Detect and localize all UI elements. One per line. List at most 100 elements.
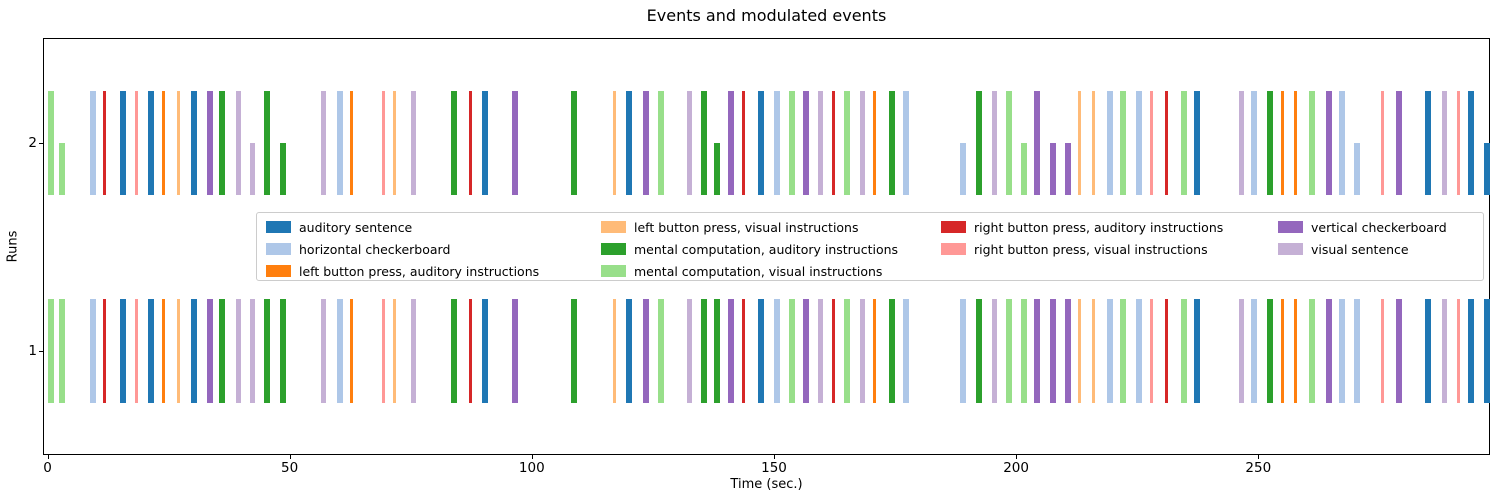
event-bar: [1180, 90, 1187, 195]
event-bar: [888, 299, 895, 403]
event-bar: [686, 90, 692, 195]
event-bar: [888, 90, 895, 195]
legend-item: mental computation, visual instructions: [601, 261, 882, 281]
event-bar: [1119, 299, 1126, 403]
event-bar: [1266, 299, 1273, 403]
event-bar: [1281, 299, 1284, 403]
event-bar: [47, 90, 54, 195]
legend-swatch: [601, 221, 626, 233]
event-bar: [657, 90, 664, 195]
event-bar: [481, 299, 488, 403]
event-bar: [1034, 90, 1040, 195]
event-bar: [264, 299, 270, 403]
event-bar: [714, 142, 721, 195]
event-bar: [1484, 142, 1491, 195]
event-bar: [59, 299, 66, 403]
x-tick: [1016, 455, 1018, 459]
event-bar: [612, 299, 616, 403]
legend-item: left button press, visual instructions: [601, 217, 859, 237]
legend-swatch: [1278, 243, 1303, 255]
event-bar: [832, 90, 836, 195]
event-bar: [1020, 299, 1027, 403]
event-bar: [1006, 299, 1013, 403]
event-bar: [991, 90, 997, 195]
event-bar: [176, 90, 180, 195]
event-bar: [1308, 90, 1315, 195]
event-bar: [134, 299, 138, 403]
legend-label: auditory sentence: [299, 219, 413, 235]
event-bar: [1468, 299, 1475, 403]
event-bar: [774, 299, 780, 403]
event-bar: [1339, 299, 1346, 403]
event-bar: [686, 299, 692, 403]
legend-label: left button press, visual instructions: [634, 219, 859, 235]
x-tick-label: 0: [43, 460, 52, 476]
event-bar: [788, 299, 795, 403]
x-tick-label: 100: [518, 460, 545, 476]
event-bar: [468, 90, 472, 195]
event-bar: [1281, 90, 1284, 195]
event-bar: [1150, 90, 1154, 195]
event-bar: [991, 299, 997, 403]
event-bar: [774, 90, 780, 195]
event-bar: [1135, 299, 1142, 403]
event-bar: [859, 299, 865, 403]
event-bar: [701, 90, 708, 195]
event-bar: [1064, 142, 1071, 195]
event-bar: [612, 90, 616, 195]
x-tick: [774, 455, 775, 459]
legend-label: right button press, auditory instruction…: [974, 219, 1224, 235]
legend-swatch: [266, 243, 291, 255]
event-bar: [381, 90, 385, 195]
legend-label: horizontal checkerboard: [299, 241, 451, 257]
legend-item: mental computation, auditory instruction…: [601, 239, 898, 259]
event-bar: [1064, 299, 1071, 403]
event-bar: [1353, 142, 1360, 195]
event-bar: [1238, 90, 1244, 195]
legend-label: right button press, visual instructions: [974, 241, 1208, 257]
legend-swatch: [1278, 221, 1303, 233]
event-bar: [191, 299, 198, 403]
legend: auditory sentence horizontal checkerboard…: [256, 212, 1484, 281]
legend-swatch: [601, 265, 626, 277]
event-bar: [162, 90, 166, 195]
event-bar: [381, 299, 385, 403]
event-bar: [191, 90, 198, 195]
chart-title: Events and modulated events: [646, 6, 887, 25]
event-bar: [1006, 90, 1013, 195]
event-bar: [570, 90, 577, 195]
legend-item: right button press, auditory instruction…: [941, 217, 1223, 237]
event-bar: [872, 90, 876, 195]
event-bar: [788, 90, 795, 195]
event-bar: [1442, 299, 1448, 403]
event-bar: [1077, 90, 1081, 195]
event-bar: [1294, 90, 1298, 195]
legend-label: visual sentence: [1311, 241, 1409, 257]
event-bar: [320, 299, 326, 403]
event-bar: [758, 90, 764, 195]
event-bar: [147, 90, 154, 195]
event-bar: [1092, 90, 1096, 195]
x-tick: [289, 455, 291, 459]
event-bar: [1381, 90, 1385, 195]
event-bar: [410, 90, 416, 195]
event-bar: [393, 299, 397, 403]
event-bar: [264, 90, 270, 195]
event-bar: [1050, 142, 1056, 195]
x-tick: [531, 455, 533, 459]
event-bar: [120, 299, 127, 403]
event-bar: [1326, 299, 1333, 403]
event-bar: [1193, 299, 1200, 403]
event-bar: [817, 90, 823, 195]
event-bar: [701, 299, 708, 403]
event-bar: [843, 299, 850, 403]
event-bar: [102, 90, 106, 195]
event-bar: [102, 299, 106, 403]
event-bar: [872, 299, 876, 403]
x-tick: [47, 455, 49, 459]
event-bar: [1484, 299, 1491, 403]
event-bar: [336, 299, 343, 403]
x-tick-label: 250: [1245, 460, 1272, 476]
y-tick-label: 1: [28, 343, 37, 359]
